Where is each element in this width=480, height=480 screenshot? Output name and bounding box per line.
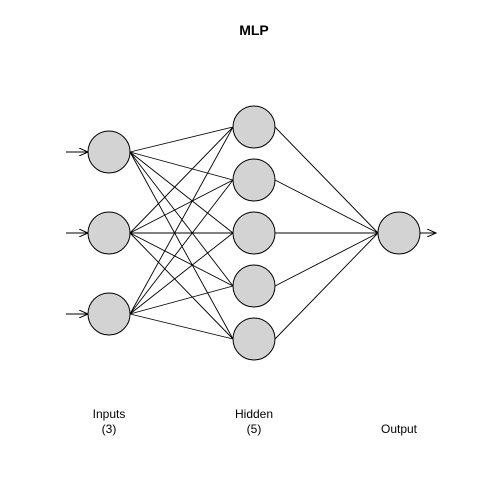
layer-label-output: Output: [354, 422, 444, 437]
edge-hidden-1-to-output-1: [274, 126, 379, 234]
layer-label-hidden: Hidden (5): [209, 407, 299, 437]
inputs-node-1: [87, 130, 131, 174]
output-node-1: [377, 211, 421, 255]
diagram-title: MLP: [239, 22, 269, 38]
edge-inputs-3-to-hidden-3: [129, 232, 234, 315]
inputs-node-2: [87, 211, 131, 255]
edge-inputs-1-to-hidden-3: [129, 151, 234, 234]
hidden-node-4: [232, 264, 276, 308]
edge-inputs-2-to-hidden-1: [129, 126, 234, 234]
edge-inputs-3-to-hidden-4: [129, 285, 234, 315]
edge-inputs-2-to-hidden-4: [129, 232, 234, 287]
edge-inputs-1-to-hidden-1: [129, 126, 234, 153]
hidden-node-5: [232, 317, 276, 361]
edge-inputs-1-to-hidden-5: [129, 151, 234, 340]
hidden-node-3: [232, 211, 276, 255]
edge-inputs-1-to-hidden-2: [129, 151, 234, 181]
edge-inputs-3-to-hidden-5: [129, 313, 234, 340]
edge-inputs-3-to-hidden-1: [129, 126, 234, 315]
edge-inputs-2-to-hidden-2: [129, 179, 234, 234]
layer-count-inputs: (3): [101, 422, 117, 436]
hidden-node-1: [232, 105, 276, 149]
layer-name-hidden: Hidden: [234, 407, 274, 421]
layer-name-inputs: Inputs: [92, 407, 126, 421]
edge-inputs-2-to-hidden-5: [129, 232, 234, 340]
edge-hidden-5-to-output-1: [274, 232, 379, 340]
inputs-node-3: [87, 292, 131, 336]
layer-count-hidden: (5): [246, 422, 262, 436]
layer-label-inputs: Inputs (3): [64, 407, 154, 437]
edge-inputs-1-to-hidden-4: [129, 151, 234, 287]
hidden-node-2: [232, 158, 276, 202]
edge-inputs-3-to-hidden-2: [129, 179, 234, 315]
edge-hidden-4-to-output-1: [274, 232, 379, 287]
layer-name-output: Output: [380, 422, 418, 436]
edge-hidden-2-to-output-1: [274, 179, 379, 234]
